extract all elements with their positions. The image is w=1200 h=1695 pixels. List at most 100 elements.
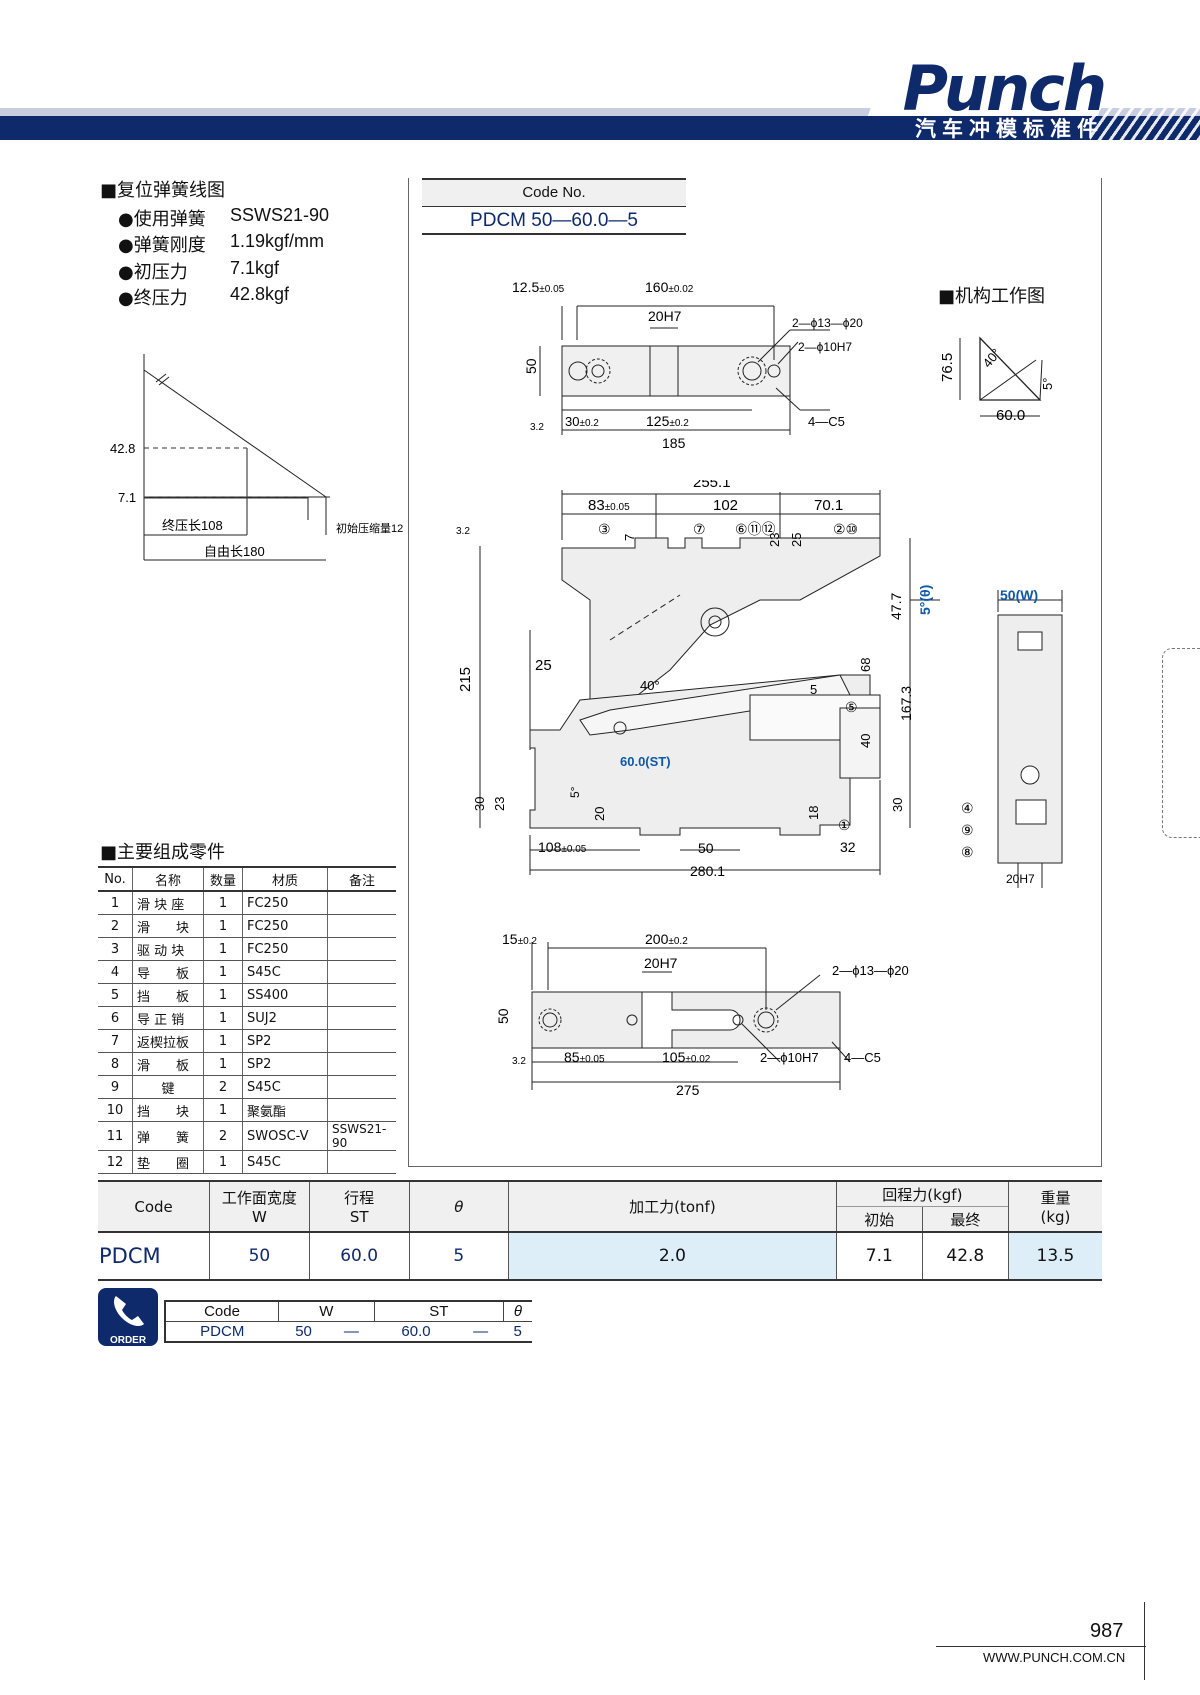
- order-h-w: W: [278, 1301, 375, 1322]
- mech-width: 60.0: [996, 407, 1025, 424]
- front-view: 255.1 83±0.05 102 70.1 ③ ⑦ ⑥⑪⑫ ②⑩ ⑤ ① 21…: [456, 480, 940, 879]
- spring-title: ■复位弹簧线图: [100, 180, 226, 201]
- spec-theta: 5: [408, 1231, 509, 1281]
- side-view: 50(W) 20H7 ④ ⑨ ⑧: [961, 587, 1063, 888]
- spec-h-code: Code: [98, 1180, 210, 1232]
- parts-header: 备注: [327, 866, 396, 892]
- spec-h-return: 回程力(kgf): [835, 1180, 1009, 1207]
- front-d102: 102: [713, 497, 738, 514]
- top-d1: 12.5±0.05: [512, 280, 565, 295]
- order-st: 60.0: [401, 1323, 431, 1340]
- side-h7: 20H7: [1006, 872, 1035, 886]
- spec-force: 2.0: [508, 1231, 837, 1281]
- spec-weight: 13.5: [1007, 1231, 1102, 1281]
- balloon-9: ⑨: [961, 822, 974, 838]
- spec-w: 50: [209, 1231, 310, 1281]
- spec-h-final: 最终: [921, 1206, 1009, 1232]
- spec-init: 7.1: [835, 1231, 923, 1281]
- top-holes1: 2—ϕ13—ϕ20: [792, 316, 863, 330]
- parts-header: 名称: [132, 866, 204, 892]
- graph-y-low: 7.1: [118, 490, 136, 505]
- bottom-holes2: 2—ϕ10H7: [760, 1050, 819, 1065]
- parts-header: No.: [98, 866, 133, 892]
- brand-logo: Punch: [902, 52, 1107, 125]
- top-d4: 125±0.2: [646, 413, 689, 429]
- header-band: [0, 116, 1200, 140]
- order-h-st: ST: [373, 1301, 504, 1322]
- header-band-light: [0, 108, 1200, 116]
- top-total: 185: [662, 435, 686, 451]
- table-row: PDCM 50 60.0 5 2.0 7.1 42.8 13.5: [98, 1231, 1102, 1281]
- parts-header: 数量: [203, 866, 243, 892]
- mech-angle-40: 40°: [980, 346, 1004, 371]
- balloon-4: ④: [961, 800, 974, 816]
- front-d108: 108±0.05: [538, 839, 587, 855]
- bottom-h7: 20H7: [644, 955, 678, 971]
- header-stripes: [1090, 108, 1200, 140]
- front-d23: 23: [767, 533, 782, 547]
- code-box: Code No. PDCM 50—60.0—5: [422, 178, 686, 235]
- bottom-d15: 15±0.2: [502, 931, 537, 947]
- front-d47: 47.7: [888, 593, 904, 620]
- side-tab: [1162, 648, 1200, 838]
- order-dash: —: [473, 1323, 489, 1340]
- front-d40: 40: [858, 734, 873, 748]
- bottom-chamfer: 4—C5: [844, 1050, 881, 1065]
- footer-rule-h: [936, 1646, 1146, 1647]
- top-rough: 3.2: [530, 422, 544, 433]
- front-d215: 215: [457, 667, 474, 692]
- order-table: Code W ST θ PDCM 50 — 60.0 — 5: [164, 1300, 532, 1343]
- mechanism-title: ■机构工作图: [938, 286, 1046, 307]
- front-d50: 50: [698, 840, 714, 856]
- front-d32: 32: [840, 839, 856, 855]
- front-d167: 167.3: [898, 686, 914, 721]
- order-h-code: Code: [165, 1301, 279, 1322]
- order-w: 50: [295, 1323, 312, 1340]
- mech-height: 76.5: [939, 353, 956, 382]
- balloon-7: ⑦: [693, 521, 706, 537]
- front-d83: 83±0.05: [588, 497, 630, 514]
- spec-st: 60.0: [308, 1231, 410, 1281]
- front-d280: 280.1: [690, 863, 725, 879]
- side-width: 50(W): [1000, 587, 1038, 603]
- spec-code: PDCM: [98, 1231, 210, 1281]
- parts-header: 材质: [242, 866, 328, 892]
- bottom-rough: 3.2: [512, 1056, 526, 1067]
- code-box-value: PDCM 50—60.0—5: [422, 207, 686, 235]
- order-theta: 5: [513, 1323, 522, 1340]
- front-theta: 5°(θ): [917, 585, 933, 615]
- order-code: PDCM: [200, 1323, 245, 1340]
- bottom-d85: 85±0.05: [564, 1049, 605, 1065]
- balloon-3: ③: [598, 521, 611, 537]
- front-d7: 7: [622, 534, 637, 541]
- mech-angle-5: 5°: [1040, 378, 1055, 390]
- front-stroke: 60.0(ST): [620, 754, 671, 769]
- front-rough: 3.2: [456, 526, 470, 537]
- spec-h-theta: θ: [408, 1180, 509, 1232]
- frame-right-line: [1101, 178, 1102, 1166]
- bottom-d105: 105±0.02: [662, 1049, 711, 1065]
- order-dash: —: [343, 1323, 359, 1340]
- footer-rule-v: [1144, 1602, 1145, 1680]
- bottom-d200: 200±0.2: [645, 931, 688, 947]
- graph-final-len: 终压长108: [162, 518, 223, 533]
- front-angle-40: 40°: [640, 678, 660, 693]
- graph-init-comp: 初始压缩量12: [336, 521, 403, 535]
- bottom-total: 275: [676, 1082, 700, 1098]
- parts-title: ■主要组成零件: [100, 842, 226, 863]
- spec-h-force: 加工力(tonf): [508, 1180, 837, 1232]
- order-badge-label: ORDER: [109, 1335, 147, 1346]
- spring-graph: 42.8 7.1 终压长108 初始压缩量12 自由长180: [110, 354, 403, 561]
